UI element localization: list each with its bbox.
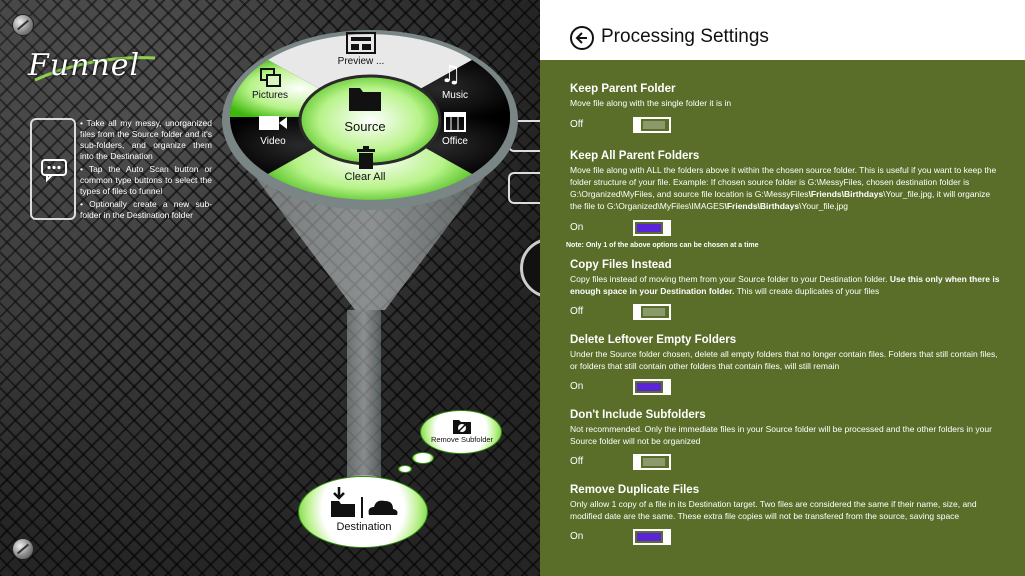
app-logo: Funnel: [28, 48, 141, 83]
arrow-left-icon: [575, 32, 587, 44]
help-button[interactable]: [30, 118, 76, 220]
toggle-state: On: [570, 531, 584, 542]
setting-delete-leftover-empty-folders: Delete Leftover Empty Folders Under the …: [570, 334, 1000, 372]
toggle-state: Off: [570, 119, 584, 130]
setting-name: Remove Duplicate Files: [570, 484, 700, 496]
preview-icon: [346, 32, 376, 54]
toggle-state: Off: [570, 456, 584, 467]
delete-leftover-empty-folders-toggle[interactable]: [633, 379, 671, 395]
settings-panel: Processing Settings Keep Parent Folder M…: [540, 0, 1025, 576]
back-button[interactable]: [570, 26, 594, 50]
screw-icon: [12, 14, 34, 36]
help-text: • Take all my messy, unorganized files f…: [80, 118, 212, 223]
preview-label: Preview ...: [337, 56, 385, 67]
keep-parent-folder-toggle[interactable]: [633, 117, 671, 133]
side-button[interactable]: [508, 172, 540, 204]
destination-button[interactable]: Destination: [298, 476, 428, 548]
music-label: Music: [441, 90, 469, 101]
keep-all-parent-folders-toggle[interactable]: [633, 220, 671, 236]
chat-bubble-icon: [41, 159, 67, 182]
toggle-row: On: [570, 529, 770, 545]
help-line: • Optionally create a new sub-folder in …: [80, 199, 212, 220]
copy-files-instead-toggle[interactable]: [633, 304, 671, 320]
remove-duplicate-files-toggle[interactable]: [633, 529, 671, 545]
setting-dont-include-subfolders: Don't Include Subfolders Not recommended…: [570, 409, 1000, 447]
setting-remove-duplicate-files: Remove Duplicate Files Only allow 1 copy…: [570, 484, 1000, 522]
settings-header: Processing Settings: [540, 0, 1025, 60]
setting-name: Delete Leftover Empty Folders: [570, 334, 737, 346]
folder-cloud-icon: [331, 487, 398, 518]
video-camera-icon: [259, 116, 287, 130]
logo-swoosh-icon: [34, 56, 156, 82]
setting-name: Keep Parent Folder: [570, 83, 676, 95]
setting-description: Copy files instead of moving them from y…: [570, 274, 1000, 296]
remove-subfolder-button[interactable]: Remove Subfolder: [420, 410, 502, 454]
source-label: Source: [344, 119, 386, 134]
setting-description: Under the Source folder chosen, delete a…: [570, 349, 998, 371]
dont-include-subfolders-toggle[interactable]: [633, 454, 671, 470]
screw-icon: [12, 538, 34, 560]
music-icon: ♫: [440, 60, 462, 88]
no-folder-icon: [453, 420, 471, 434]
funnel-graphic: [222, 30, 518, 485]
pictures-label: Pictures: [251, 90, 289, 101]
folder-icon: [349, 88, 381, 111]
setting-name: Copy Files Instead: [570, 259, 672, 271]
thought-dot: [398, 465, 412, 473]
setting-copy-files-instead: Copy Files Instead Copy files instead of…: [570, 259, 1000, 297]
office-label: Office: [442, 136, 468, 147]
pictures-icon: [260, 68, 281, 87]
setting-keep-all-parent-folders: Keep All Parent Folders Move file along …: [570, 150, 1000, 212]
video-label: Video: [260, 136, 286, 147]
setting-description: Move file along with the single folder i…: [570, 98, 732, 108]
toggle-row: Off: [570, 304, 770, 320]
setting-description: Not recommended. Only the immediate file…: [570, 424, 992, 446]
toggle-row: Off: [570, 454, 770, 470]
clear-all-label: Clear All: [344, 171, 386, 183]
destination-label: Destination: [336, 521, 392, 533]
trash-icon: [357, 146, 375, 169]
toggle-row: On: [570, 220, 770, 236]
toggle-state: On: [570, 381, 584, 392]
funnel-spout: [347, 310, 381, 480]
setting-name: Don't Include Subfolders: [570, 409, 706, 421]
toggle-state: Off: [570, 306, 584, 317]
help-line: • Tap the Auto Scan button or common typ…: [80, 164, 212, 196]
options-note: Note: Only 1 of the above options can be…: [566, 242, 759, 249]
toggle-row: On: [570, 379, 770, 395]
setting-description: Move file along with ALL the folders abo…: [570, 165, 997, 211]
setting-keep-parent-folder: Keep Parent Folder Move file along with …: [570, 83, 1000, 109]
thought-dot: [412, 452, 434, 464]
setting-name: Keep All Parent Folders: [570, 150, 700, 162]
office-icon: [444, 112, 466, 132]
page-title: Processing Settings: [601, 26, 769, 47]
funnel-app-canvas: Funnel • Take all my messy, unorganized …: [0, 0, 540, 576]
remove-subfolder-label: Remove Subfolder: [430, 435, 494, 444]
toggle-row: Off: [570, 117, 770, 133]
help-line: • Take all my messy, unorganized files f…: [80, 118, 212, 161]
setting-description: Only allow 1 copy of a file in its Desti…: [570, 499, 977, 521]
toggle-state: On: [570, 222, 584, 233]
